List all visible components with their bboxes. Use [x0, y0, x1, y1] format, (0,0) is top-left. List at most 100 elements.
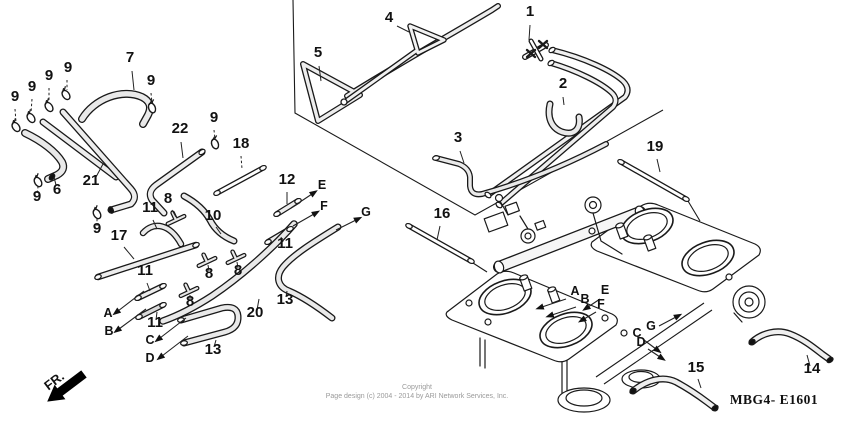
assembly-brace	[595, 302, 713, 385]
leader-line	[155, 311, 158, 321]
idle-motor	[732, 285, 766, 323]
port-label-B: B	[580, 292, 589, 306]
port-label-F: F	[320, 199, 328, 213]
tube-end-cap	[192, 241, 200, 249]
tube-end-cap	[547, 59, 555, 67]
clamp-tail	[93, 205, 98, 212]
joint-1	[522, 38, 549, 62]
leader-line	[213, 339, 217, 348]
tube-end-cap	[548, 46, 556, 54]
funnel-inner	[565, 389, 603, 407]
clamp-ring	[61, 89, 71, 101]
hose-22-core	[148, 149, 205, 216]
leader-line	[562, 96, 565, 106]
copyright-line2: Page design (c) 2004 - 2014 by ARI Netwo…	[326, 393, 509, 400]
tube-19-leader	[687, 200, 701, 222]
part-label-3: 3	[454, 129, 462, 146]
assembly-bolts	[465, 227, 733, 337]
tube-group-left	[21, 89, 342, 347]
clamp-9	[61, 86, 71, 101]
port-arrow-head	[652, 345, 662, 354]
part-label-8: 8	[234, 262, 242, 279]
leader-line	[152, 219, 158, 230]
tube-end-cap	[432, 155, 440, 161]
tee-joint-8	[165, 210, 187, 227]
leader-line	[318, 65, 322, 82]
leader-line	[14, 108, 17, 123]
hose-end-cap	[48, 173, 56, 181]
port-label-D: D	[145, 351, 154, 365]
hose-end-cap	[748, 338, 756, 346]
tube-end-cap	[159, 301, 167, 309]
part-label-5: 5	[314, 44, 322, 61]
hose-13b-core	[178, 305, 241, 346]
injector-4-top	[643, 234, 653, 241]
part-label-4: 4	[385, 9, 394, 26]
tube-end-cap	[259, 164, 267, 172]
leader-line	[53, 176, 57, 186]
port-label-E: E	[318, 178, 326, 192]
clamp-9	[11, 118, 21, 133]
port-arrow-head	[156, 352, 166, 361]
port-arrow-line	[290, 193, 313, 209]
part-label-15: 15	[688, 359, 705, 376]
tube-end-cap	[94, 273, 102, 281]
tee-core	[226, 250, 246, 264]
part-label-8: 8	[205, 265, 213, 282]
leader-line	[285, 290, 288, 298]
port-arrow-head	[545, 311, 555, 318]
bore-4-inner	[687, 244, 729, 272]
part-label-17: 17	[111, 227, 128, 244]
leader-line	[146, 282, 151, 292]
leader-line	[171, 209, 177, 218]
port-label-A: A	[570, 284, 579, 298]
part-label-9: 9	[11, 88, 19, 105]
bore-4-outer	[681, 239, 735, 277]
sensor-knob	[494, 193, 504, 203]
hose-21b-core	[40, 119, 119, 180]
part-label-9: 9	[33, 188, 41, 205]
clamp-tail	[61, 86, 66, 93]
clamp-ring	[11, 121, 21, 133]
port-arrow-head	[112, 307, 122, 316]
tube-end-cap	[198, 148, 206, 156]
leader-line	[396, 25, 410, 33]
tube-19-core	[619, 160, 688, 201]
port-arrow-line	[541, 298, 567, 308]
clamps-part-9	[11, 86, 220, 220]
clamp-ring	[26, 112, 36, 124]
leader-line	[256, 298, 260, 311]
part-label-22: 22	[172, 120, 189, 137]
tube-end-cap	[264, 238, 272, 246]
tube-11b-core	[136, 284, 165, 300]
hose-6-core	[22, 130, 66, 182]
injectors	[519, 222, 657, 304]
port-arrow-head	[673, 313, 683, 321]
sensor-block	[534, 219, 547, 231]
tube-end-cap	[180, 340, 188, 346]
part-label-2: 2	[559, 75, 567, 92]
bolt	[484, 318, 492, 326]
port-arrow-head	[113, 325, 123, 334]
tee-joint-8	[225, 249, 247, 266]
hose-end-cap	[629, 387, 637, 395]
bore-2-outer	[539, 311, 593, 349]
port-label-G: G	[646, 319, 656, 333]
tube-4-core	[344, 24, 446, 103]
tube-group-top	[300, 3, 631, 208]
leader-line	[180, 141, 184, 159]
eyelet-arm	[592, 212, 623, 255]
linkage-wheel	[520, 228, 536, 244]
part-label-13: 13	[277, 291, 294, 308]
hose-end-cap	[107, 206, 115, 214]
port-arrow-line	[658, 316, 677, 327]
part-label-6: 6	[53, 181, 61, 198]
part-label-11: 11	[137, 262, 153, 279]
port-arrow-line	[118, 308, 147, 330]
mount-eyelet	[584, 196, 602, 214]
part-label-12: 12	[279, 171, 296, 188]
tee-core	[166, 211, 186, 225]
